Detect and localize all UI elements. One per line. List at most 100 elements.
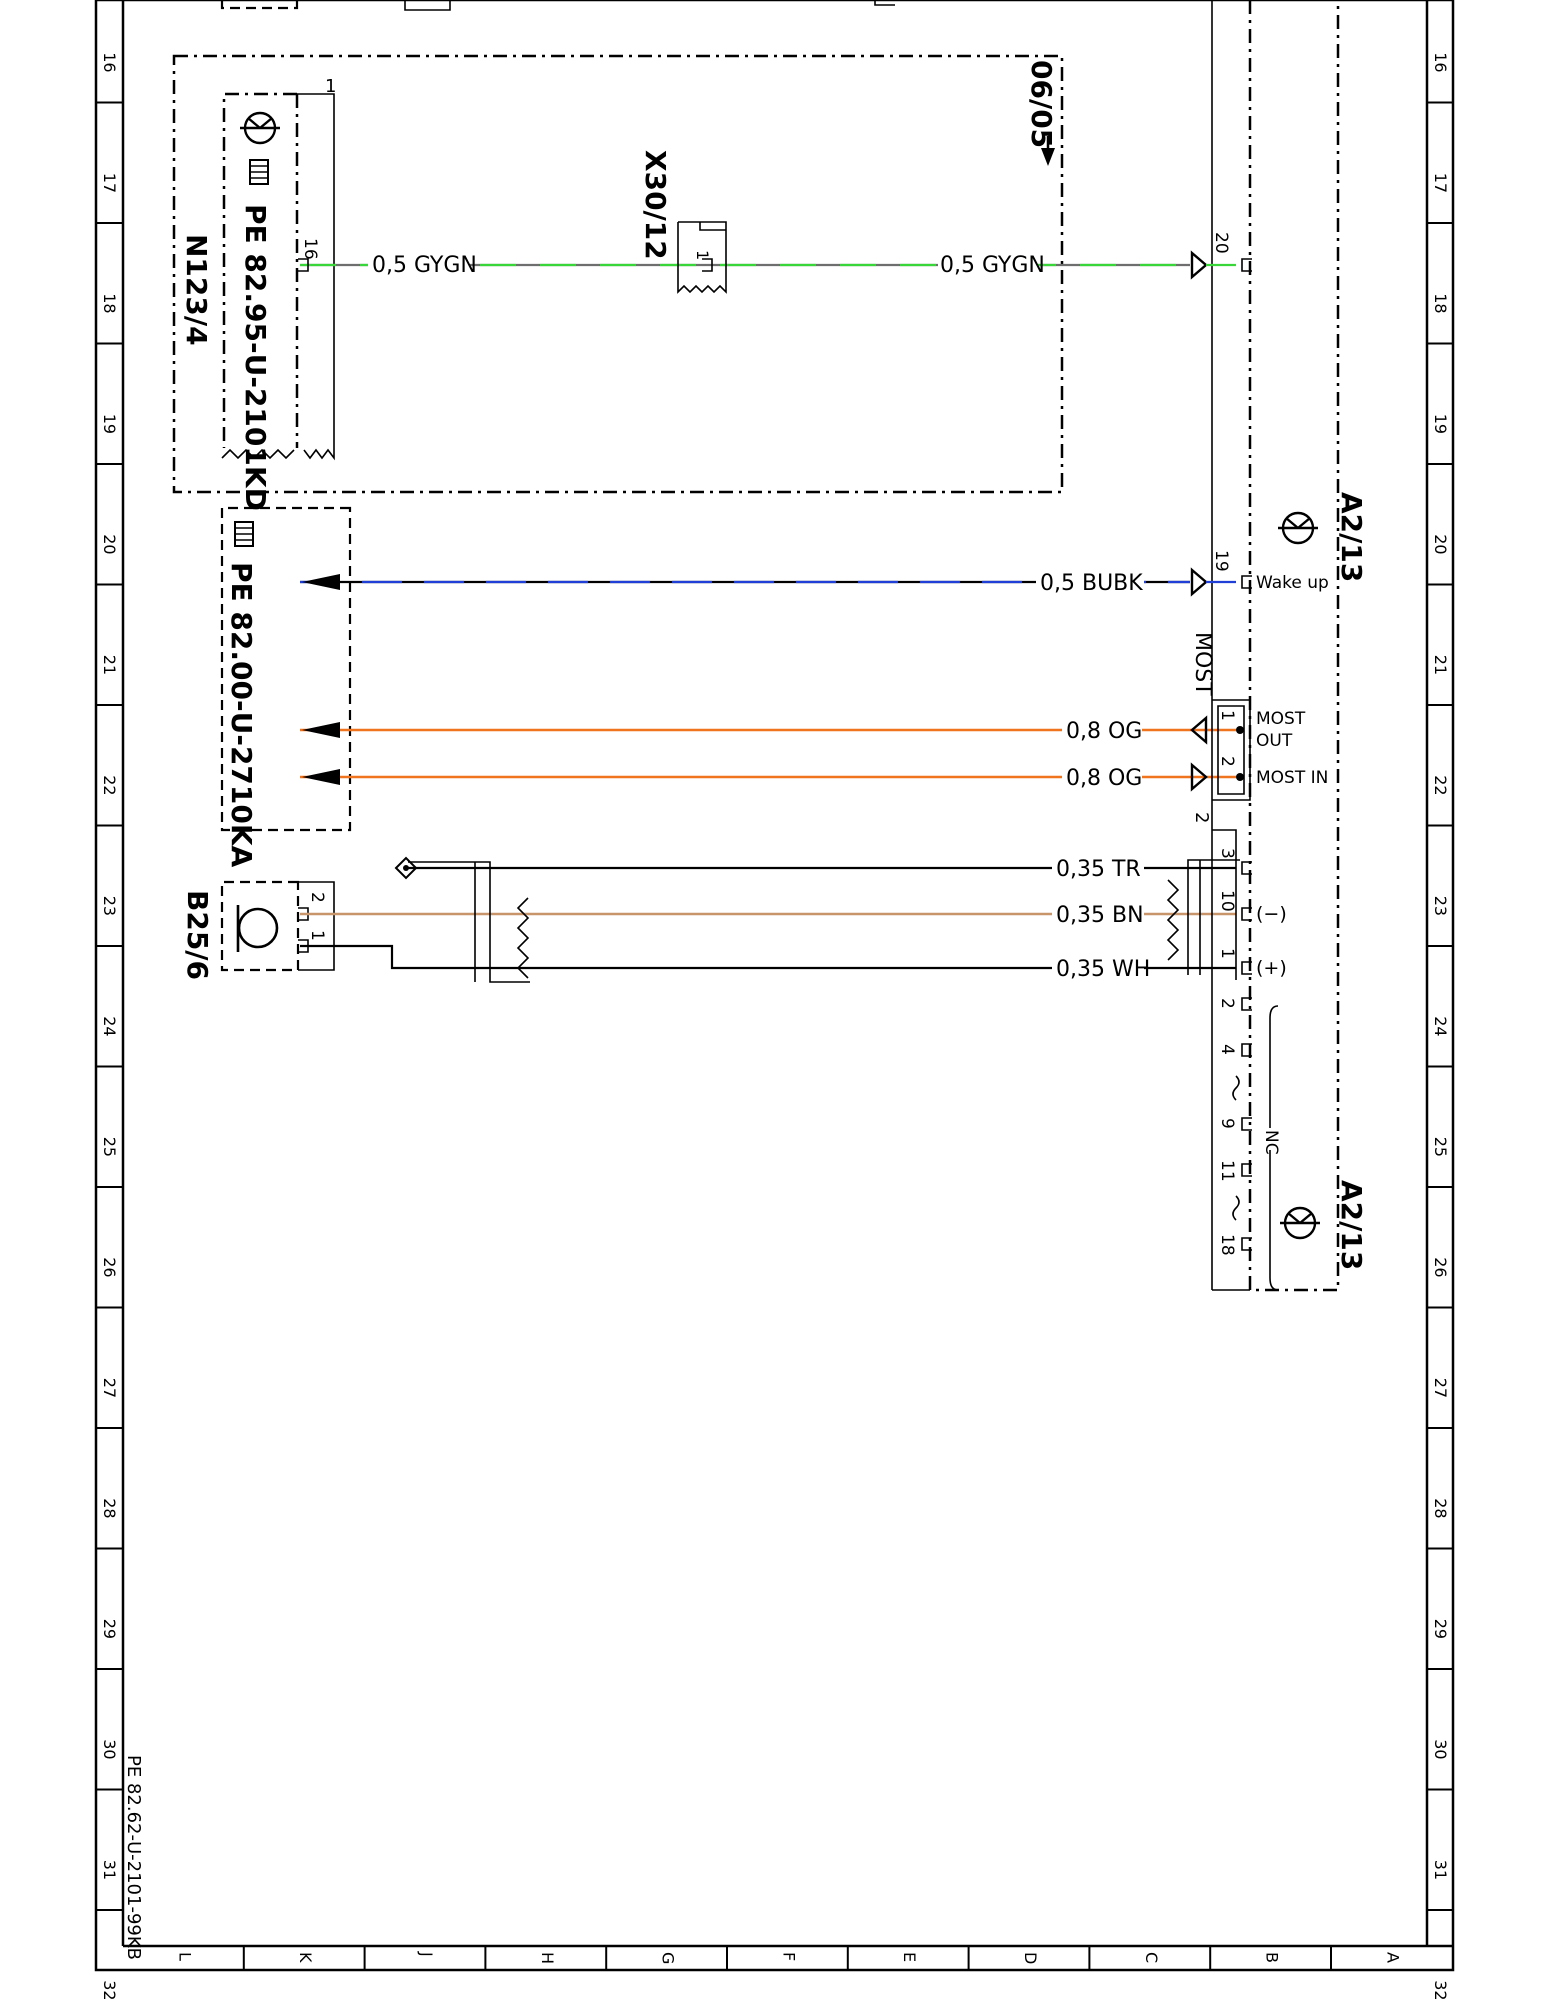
a2-13-module-boundary — [1248, 0, 1340, 1292]
tr-label: 0,35 TR — [1056, 857, 1141, 882]
x30-12-connector — [677, 221, 727, 294]
og-in-arrow-left — [302, 769, 340, 785]
a2-13-terminal-2 — [1241, 997, 1252, 1011]
b25-6-id: B25/6 — [181, 890, 214, 980]
row-number-left: 18 — [100, 293, 119, 313]
pointing-hand-icon-2 — [234, 521, 254, 547]
ref-0605-arrow — [1041, 148, 1055, 166]
nc-squiggle-1 — [1232, 1075, 1240, 1101]
row-number-right: 31 — [1431, 1860, 1450, 1880]
og-in-label: 0,8 OG — [1066, 766, 1142, 791]
a2-13-inner-bracket — [1212, 829, 1237, 980]
column-letter: H — [538, 1952, 557, 1964]
most-in-node — [1236, 773, 1244, 781]
row-number-left: 27 — [100, 1378, 119, 1398]
wh-label: 0,35 WH — [1056, 957, 1150, 982]
electronic-module-icon-lower — [1280, 1206, 1320, 1240]
row-number-right: 16 — [1431, 52, 1450, 72]
row-number-right: 20 — [1431, 534, 1450, 554]
n123-4-inner-break — [221, 448, 295, 460]
pointing-hand-icon — [249, 159, 269, 185]
wh-label-bg — [1052, 953, 1144, 981]
column-letter: L — [175, 1952, 194, 1961]
row-number-right: 19 — [1431, 414, 1450, 434]
row-number-left: 17 — [100, 173, 119, 193]
bubk-label-bg — [1036, 567, 1144, 595]
a2-13-terminal-1 — [1241, 961, 1252, 975]
pin-20-label: 20 — [1211, 232, 1231, 254]
a2-13-id-lower: A2/13 — [1335, 1180, 1368, 1270]
row-number-left: 25 — [100, 1137, 119, 1157]
x30-12-connector-tab — [699, 222, 726, 231]
most-in-arrow — [1190, 762, 1208, 792]
pin-2-label: 2 — [1217, 998, 1237, 1009]
twisted-pair-left — [408, 861, 530, 983]
a2-13-terminal-10 — [1241, 907, 1252, 921]
pin19-arrow — [1190, 567, 1208, 597]
column-tick-marks — [242, 1946, 1332, 1970]
row-number-left: 32 — [100, 1980, 119, 2000]
b25-6-pin2-label: 2 — [307, 892, 327, 903]
electronic-module-icon-upper — [1278, 511, 1318, 545]
row-number-right: 32 — [1431, 1980, 1450, 2000]
row-number-left: 20 — [100, 534, 119, 554]
row-number-right: 17 — [1431, 173, 1450, 193]
og-out-label: 0,8 OG — [1066, 719, 1142, 744]
pe-2710-ref-label: PE 82.00-U-2710KA — [225, 562, 258, 868]
a2-13-terminal-18 — [1241, 1237, 1252, 1251]
minus-label: (−) — [1256, 903, 1287, 925]
column-letter: J — [417, 1951, 436, 1957]
most-out-label-line2: OUT — [1256, 731, 1293, 751]
row-number-right: 21 — [1431, 655, 1450, 675]
row-number-left: 30 — [100, 1739, 119, 1759]
pin-11-label: 11 — [1217, 1160, 1237, 1182]
row-number-left: 26 — [100, 1257, 119, 1277]
most-pin-2-label: 2 — [1217, 756, 1237, 767]
pin-3-label: 3 — [1217, 848, 1237, 859]
row-number-left: 24 — [100, 1016, 119, 1036]
gygn-right-label-bg — [938, 250, 1038, 278]
row-number-right: 27 — [1431, 1378, 1450, 1398]
footer-reference: PE 82.62-U-2101-99KB — [123, 1755, 144, 1960]
twisted-pair-right — [1166, 859, 1240, 975]
row-number-right: 26 — [1431, 1257, 1450, 1277]
most-connector-label: MOST — [1190, 632, 1215, 696]
n123-4-inner-box — [222, 92, 299, 448]
column-letter: A — [1383, 1952, 1402, 1963]
n123-4-ref-label: PE 82.95-U-2101KD — [239, 204, 272, 511]
a2-13-terminal-11 — [1241, 1163, 1252, 1177]
row-number-left: 23 — [100, 896, 119, 916]
pin-9-label: 9 — [1217, 1118, 1237, 1129]
plus-label: (+) — [1256, 957, 1287, 979]
top-fragment-left — [220, 0, 299, 10]
column-letter: K — [296, 1952, 315, 1963]
og-out-arrow-left — [302, 722, 340, 738]
a2-13-terminal-9 — [1241, 1117, 1252, 1131]
n123-4-pin1-label: 1 — [325, 76, 336, 97]
bn-label: 0,35 BN — [1056, 903, 1144, 928]
x30-12-id: X30/12 — [639, 150, 672, 260]
a2-13-terminal-3 — [1241, 861, 1252, 875]
column-letter: D — [1021, 1952, 1040, 1964]
column-letter: E — [900, 1952, 919, 1962]
most-out-label-line1: MOST — [1256, 709, 1306, 729]
column-letter: G — [659, 1952, 678, 1964]
a2-13-id-upper: A2/13 — [1335, 492, 1368, 582]
a2-13-terminal-4 — [1241, 1043, 1252, 1057]
n123-4-pin16-terminal — [298, 258, 309, 272]
x30-12-pin-terminal — [702, 258, 713, 272]
most-pin-1-label: 1 — [1217, 710, 1237, 721]
row-number-right: 18 — [1431, 293, 1450, 313]
n123-4-module-boundary — [172, 54, 1064, 494]
row-number-left: 28 — [100, 1498, 119, 1518]
tr-label-bg — [1052, 853, 1144, 881]
bn-label-bg — [1052, 899, 1144, 927]
ref-0605-label: 06/05 — [1025, 60, 1058, 148]
most-connector — [1212, 699, 1251, 801]
shield-ground-dot — [403, 865, 409, 871]
row-number-right: 25 — [1431, 1137, 1450, 1157]
row-number-left: 16 — [100, 52, 119, 72]
og-out-label-bg — [1062, 715, 1142, 743]
column-letter: C — [1142, 1952, 1161, 1963]
